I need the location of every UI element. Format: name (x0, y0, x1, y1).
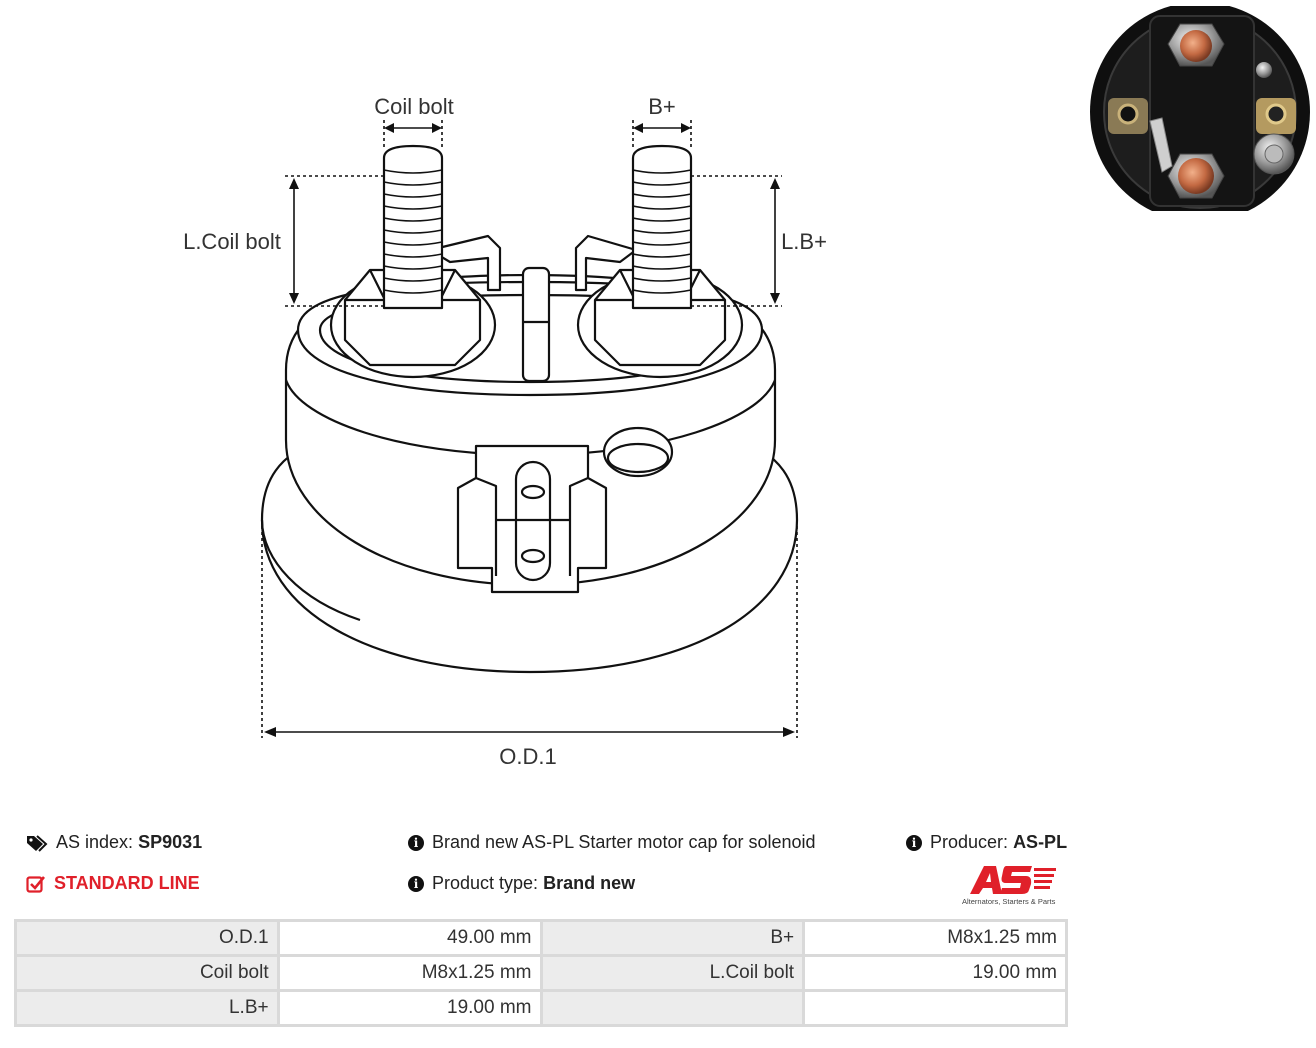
info-icon: i (408, 875, 424, 892)
standard-line: STANDARD LINE (26, 873, 200, 894)
as-index-label: AS index: (56, 832, 134, 852)
as-index-value: SP9031 (138, 832, 203, 852)
spec-value (802, 989, 1068, 1027)
spec-value: 19.00 mm (276, 989, 543, 1027)
producer: i Producer: AS-PL (906, 832, 1067, 853)
table-row: L.B+ 19.00 mm (14, 989, 1068, 1027)
tag-icon (27, 834, 48, 852)
description: i Brand new AS-PL Starter motor cap for … (408, 832, 816, 853)
as-pl-logo (970, 866, 1056, 894)
spec-label (539, 989, 806, 1027)
info-icon: i (408, 834, 424, 851)
spec-label: Coil bolt (14, 954, 280, 992)
logo-tagline: Alternators, Starters & Parts (962, 897, 1056, 906)
spec-value: 49.00 mm (276, 919, 543, 957)
label-l-b-plus: L.B+ (781, 229, 827, 254)
product-type-value: Brand new (543, 873, 636, 893)
spec-label: L.Coil bolt (539, 954, 806, 992)
spec-label: O.D.1 (14, 919, 280, 957)
checkbox-icon (26, 875, 46, 893)
technical-drawing: Coil bolt B+ L.Coil bolt L.B+ O.D.1 (183, 94, 827, 769)
label-coil-bolt: Coil bolt (374, 94, 453, 119)
table-row: O.D.1 49.00 mm B+ M8x1.25 mm (14, 919, 1068, 957)
spec-value: 19.00 mm (802, 954, 1068, 992)
spec-value: M8x1.25 mm (276, 954, 543, 992)
product-type-label: Product type: (432, 873, 539, 893)
description-text: Brand new AS-PL Starter motor cap for so… (432, 832, 816, 852)
label-b-plus: B+ (648, 94, 676, 119)
table-row: Coil bolt M8x1.25 mm L.Coil bolt 19.00 m… (14, 954, 1068, 992)
spec-label: B+ (539, 919, 806, 957)
as-index: AS index: SP9031 (26, 832, 202, 853)
producer-label: Producer: (930, 832, 1009, 852)
specs-table: O.D.1 49.00 mm B+ M8x1.25 mm Coil bolt M… (14, 919, 1068, 1027)
spec-label: L.B+ (14, 989, 280, 1027)
label-od1: O.D.1 (499, 744, 556, 769)
product-photo (1090, 6, 1310, 211)
producer-value: AS-PL (1013, 832, 1068, 852)
info-icon: i (906, 834, 922, 851)
spec-value: M8x1.25 mm (802, 919, 1068, 957)
standard-line-label: STANDARD LINE (54, 873, 200, 893)
product-type: i Product type: Brand new (408, 873, 635, 894)
label-l-coil-bolt: L.Coil bolt (183, 229, 281, 254)
